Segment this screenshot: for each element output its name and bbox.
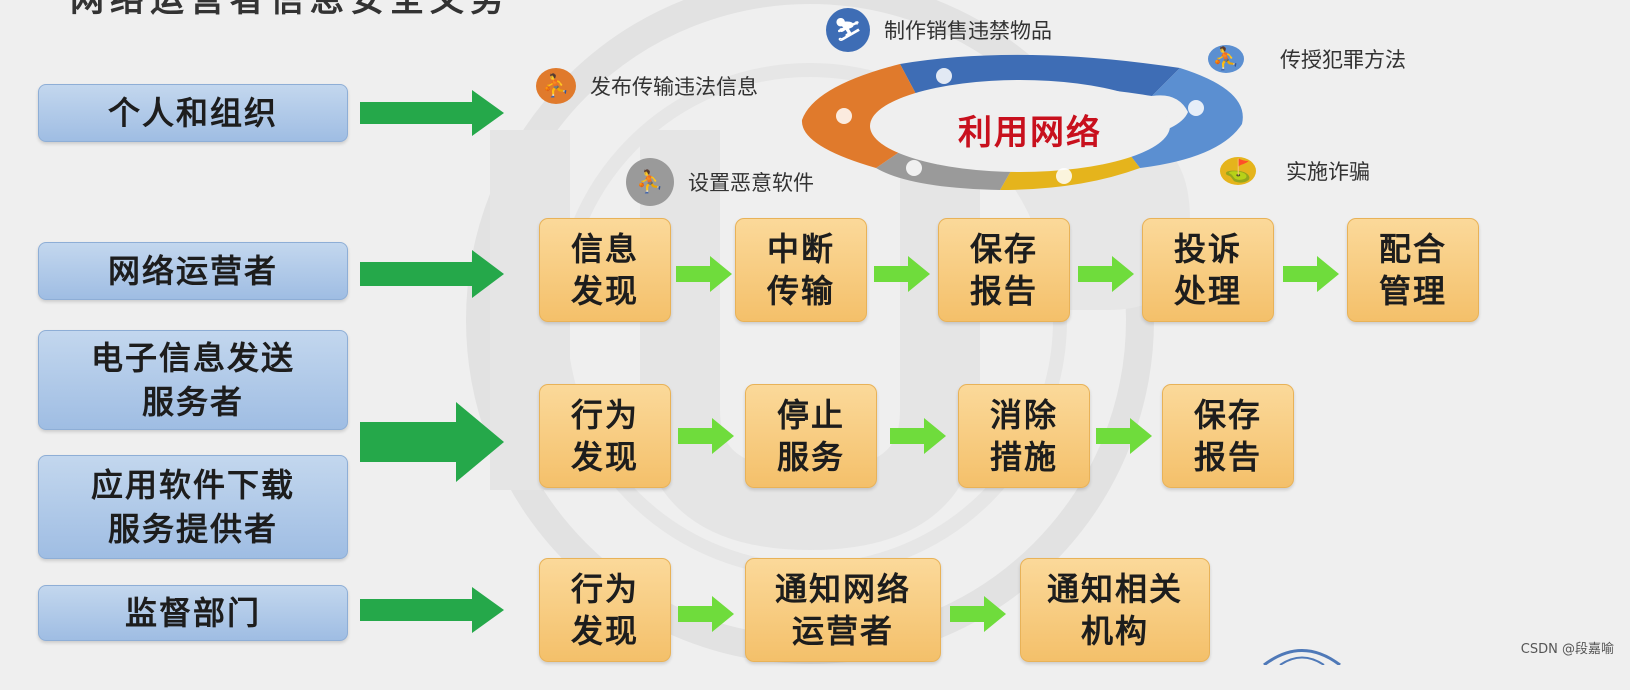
operator-step-2: 中断 传输 (735, 218, 867, 322)
flow-arrow (678, 418, 734, 454)
service-step-1: 行为 发现 (539, 384, 671, 488)
flow-arrow (890, 418, 946, 454)
flow-arrow (676, 256, 732, 292)
person-icon: ⛹ (1208, 45, 1244, 73)
person-icon: ⛹ (536, 68, 576, 104)
legend-contraband: ⛷ 制作销售违禁物品 (826, 8, 1052, 52)
service-step-3: 消除 措施 (958, 384, 1090, 488)
arrow-individual (360, 90, 504, 136)
person-icon: ⛷ (826, 8, 870, 52)
flow-arrow (1078, 256, 1134, 292)
service-step-2: 停止 服务 (745, 384, 877, 488)
legend-malware: ⛹ 设置恶意软件 (626, 158, 814, 206)
left-box-operator: 网络运营者 (38, 242, 348, 300)
arrow-regulator (360, 587, 504, 633)
operator-step-5: 配合 管理 (1347, 218, 1479, 322)
regulator-step-1: 行为 发现 (539, 558, 671, 662)
left-box-individual: 个人和组织 (38, 84, 348, 142)
globe-logo-icon (1263, 649, 1341, 665)
flow-arrow (678, 596, 734, 632)
operator-step-3: 保存 报告 (938, 218, 1070, 322)
left-box-email-provider: 电子信息发送 服务者 (38, 330, 348, 430)
legend-illegal-info: ⛹ 发布传输违法信息 (536, 68, 758, 104)
network-crime-cycle (801, 54, 1243, 190)
service-step-4: 保存 报告 (1162, 384, 1294, 488)
credit-watermark: CSDN @段嘉喻 (1520, 642, 1614, 657)
operator-step-1: 信息 发现 (539, 218, 671, 322)
legend-crime-methods: ⛹ 传授犯罪方法 (1208, 44, 1406, 74)
operator-step-4: 投诉 处理 (1142, 218, 1274, 322)
person-icon: ⛹ (626, 158, 674, 206)
flow-arrow (1283, 256, 1339, 292)
left-box-regulator: 监督部门 (38, 585, 348, 641)
left-box-app-provider: 应用软件下载 服务提供者 (38, 455, 348, 559)
arrow-service-providers (360, 402, 504, 482)
flow-arrow (950, 596, 1006, 632)
legend-fraud: ⛳ 实施诈骗 (1220, 156, 1370, 186)
regulator-step-3: 通知相关 机构 (1020, 558, 1210, 662)
arrow-operator (360, 250, 504, 298)
cycle-center-label: 利用网络 (958, 113, 1102, 153)
page-title: 网络运营者信息安全义务 (70, 0, 510, 20)
regulator-step-2: 通知网络 运营者 (745, 558, 941, 662)
flow-arrow (874, 256, 930, 292)
person-icon: ⛳ (1220, 157, 1256, 185)
flow-arrow (1096, 418, 1152, 454)
